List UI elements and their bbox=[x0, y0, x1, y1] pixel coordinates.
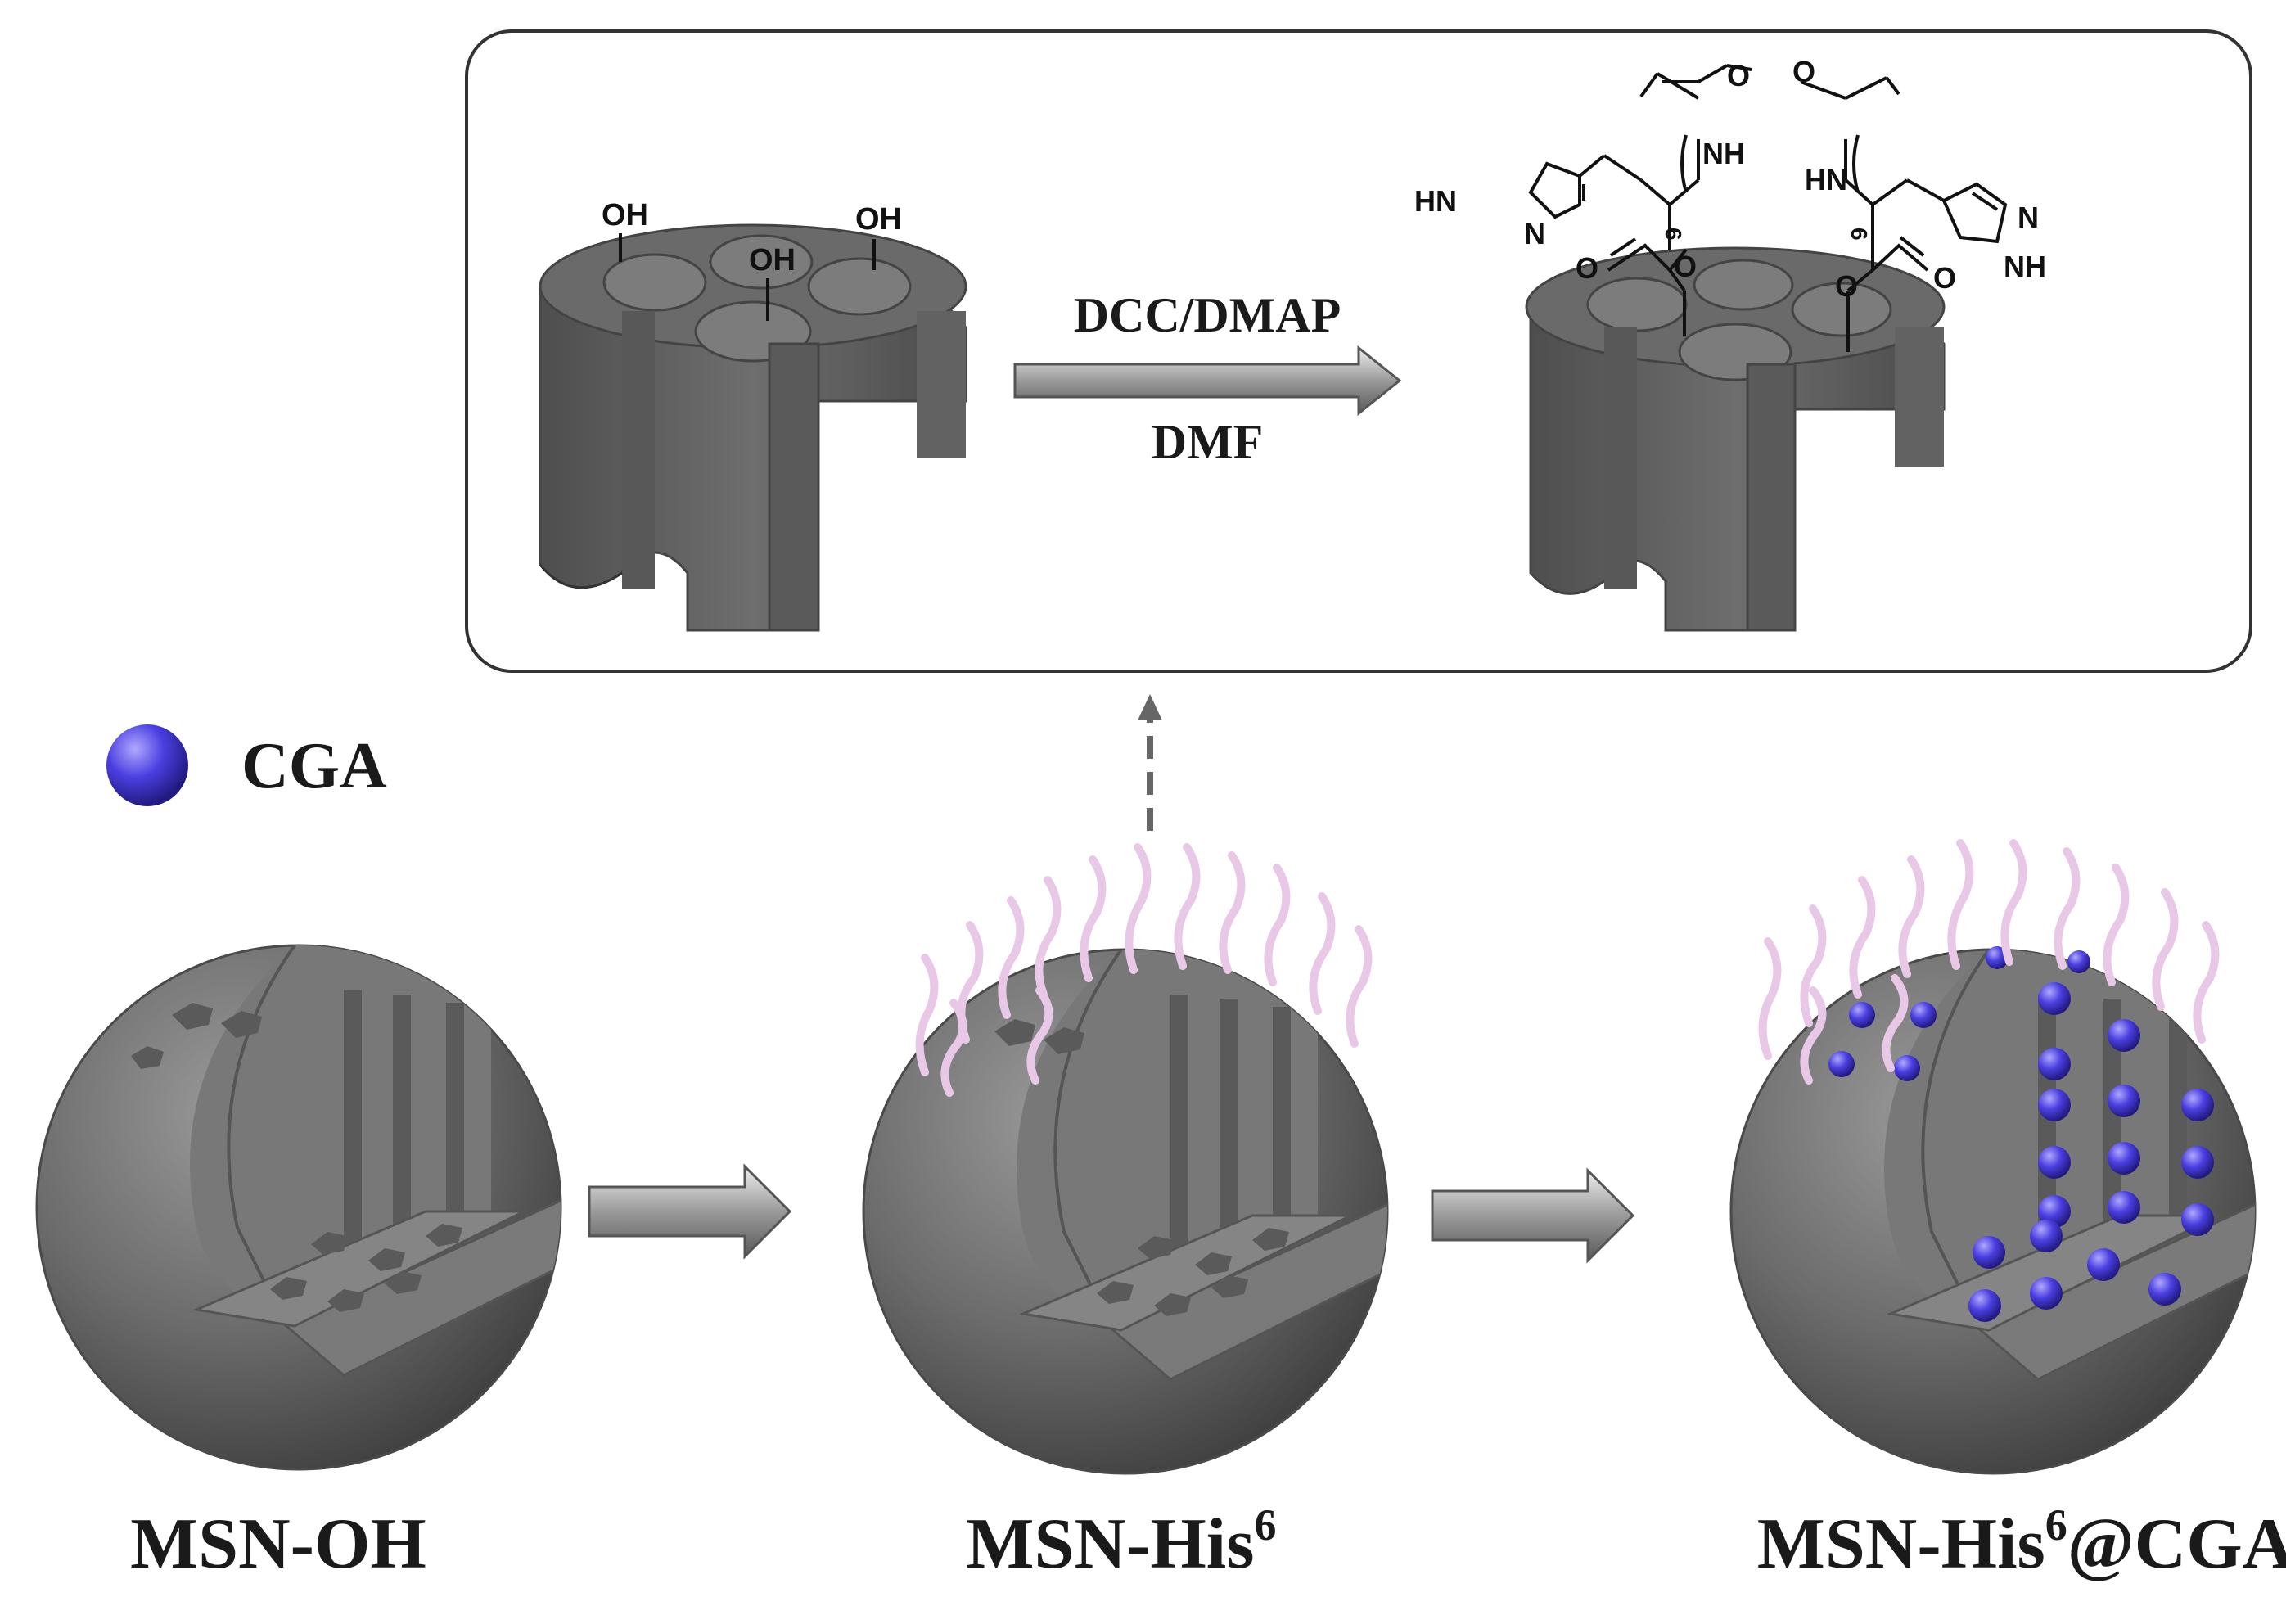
sphere-msn-his6-cga bbox=[1729, 839, 2257, 1475]
cga-loaded-balls bbox=[1828, 946, 2214, 1322]
pore-cylinder-left bbox=[539, 223, 967, 632]
n-label-left: N bbox=[1524, 217, 1545, 250]
stage-label-msn-oh: MSN-OH bbox=[130, 1504, 426, 1584]
pore-cylinder-right bbox=[1525, 246, 1946, 632]
reagent-label: DCC/DMAP bbox=[1074, 288, 1341, 342]
o-label-left-carbonyl: O bbox=[1576, 251, 1598, 285]
process-arrow-2 bbox=[1431, 1167, 1635, 1264]
n-label-right: N bbox=[2018, 201, 2039, 234]
dashed-arrow-up bbox=[1138, 694, 1162, 831]
his6-chains bbox=[915, 843, 1373, 1097]
his6-chains-loaded bbox=[1758, 839, 2220, 1085]
sphere-msn-his6 bbox=[862, 843, 1389, 1475]
solvent-label: DMF bbox=[1152, 415, 1264, 469]
nh-label-left: NH bbox=[1702, 137, 1745, 170]
hydroxyl-label-1: OH bbox=[602, 198, 648, 232]
nh-label-right: NH bbox=[2004, 250, 2046, 283]
reaction-arrow bbox=[1013, 345, 1402, 417]
hydroxyl-label-2: OH bbox=[749, 243, 796, 277]
o-label-left-ester: O bbox=[1674, 250, 1697, 283]
histidine-chain-right bbox=[1800, 76, 2008, 352]
repeat-label-right: 6 bbox=[1846, 228, 1872, 241]
stage-label-msn-his6-cga: MSN-His6@CGA bbox=[1757, 1500, 2286, 1584]
histidine-chain-left bbox=[1528, 64, 1752, 336]
hydroxyl-label-3: OH bbox=[855, 202, 902, 237]
hn-label-left: HN bbox=[1414, 184, 1457, 218]
o-label-right-top: O bbox=[1792, 55, 1815, 88]
cga-legend-ball bbox=[106, 724, 188, 806]
hn-label-right: HN bbox=[1805, 163, 1847, 196]
sphere-msn-oh bbox=[35, 944, 562, 1471]
stage-label-msn-his6: MSN-His6 bbox=[967, 1500, 1277, 1584]
o-label-right-ester: O bbox=[1835, 269, 1858, 303]
o-label-right-carbonyl: O bbox=[1933, 261, 1956, 295]
o-label-left-top: O bbox=[1727, 59, 1750, 92]
process-arrow-1 bbox=[588, 1163, 792, 1260]
cga-legend-label: CGA bbox=[241, 730, 387, 802]
repeat-label-left: 6 bbox=[1661, 228, 1686, 241]
